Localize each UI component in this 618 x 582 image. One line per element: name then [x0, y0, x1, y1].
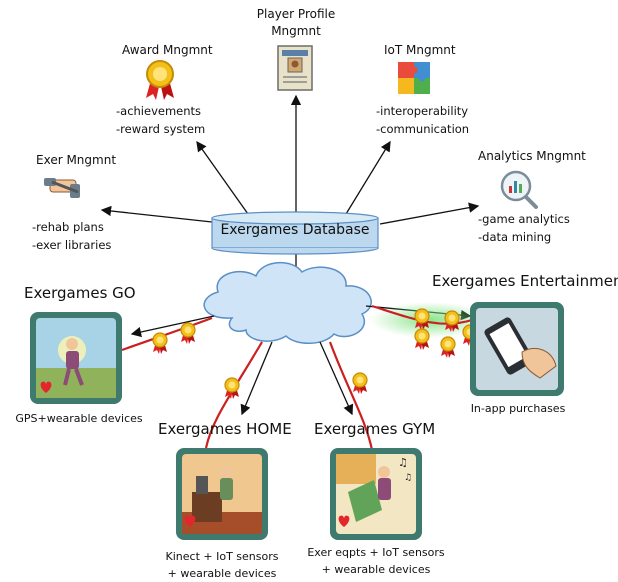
home-title: Exergames HOME: [158, 420, 292, 438]
gym-title: Exergames GYM: [314, 420, 436, 438]
cloud: [203, 261, 372, 344]
home-caption-line2: + wearable devices: [167, 567, 277, 580]
home-caption-line1: Kinect + IoT sensors: [165, 550, 279, 563]
player-profile-title-line2: Mngmnt: [271, 24, 321, 38]
cloud-arrows: [130, 305, 472, 416]
id-card-icon: [277, 45, 313, 91]
analytics-item: -game analytics: [478, 212, 570, 226]
arrow-to-home: [240, 341, 273, 416]
svg-text:♫: ♫: [398, 456, 408, 469]
iot-title: IoT Mngmnt: [384, 43, 456, 57]
home-caption: Kinect + IoT sensors + wearable devices: [150, 548, 294, 582]
arrow-to-go: [130, 315, 215, 338]
iot-item: -interoperability: [376, 104, 469, 118]
entertainment-caption: In-app purchases: [452, 400, 584, 417]
exer-title: Exer Mngmnt: [36, 153, 117, 167]
exer-item: -exer libraries: [32, 238, 112, 252]
go-caption-line1: GPS+wearable devices: [15, 412, 143, 425]
exer-item: -rehab plans: [32, 220, 104, 234]
analytics-title: Analytics Mngmnt: [478, 149, 586, 163]
player-profile-title-line1: Player Profile: [256, 7, 336, 21]
exer-items: -rehab plans -exer libraries: [32, 218, 111, 254]
player-profile-title: Player Profile Mngmnt: [228, 6, 364, 40]
cable-go: [121, 316, 213, 352]
dumbbell-hand-icon: [44, 178, 80, 198]
award-title: Award Mngmnt: [122, 43, 213, 57]
home-tile: [176, 448, 268, 540]
award-item: -achievements: [116, 104, 202, 118]
gym-caption-line1: Exer eqpts + IoT sensors: [307, 546, 445, 559]
gym-caption: Exer eqpts + IoT sensors + wearable devi…: [296, 544, 456, 578]
arrow-to-iot: [345, 140, 391, 215]
entertainment-tile: [470, 302, 564, 396]
arrow-to-analytics: [379, 202, 480, 225]
magnifier-chart-icon: [500, 170, 538, 209]
gym-tile: ♫ ♫: [330, 448, 422, 540]
go-tile: [30, 312, 122, 404]
svg-text:♫: ♫: [404, 473, 412, 483]
cable-home: [204, 341, 263, 449]
go-title: Exergames GO: [24, 284, 136, 302]
arrow-to-award: [196, 140, 249, 215]
arrow-to-exer: [100, 205, 213, 223]
entertainment-caption-line1: In-app purchases: [470, 402, 566, 415]
analytics-item: -data mining: [478, 230, 552, 244]
cable-gym: [328, 341, 374, 451]
iot-item: -communication: [376, 122, 470, 136]
puzzle-icon: [398, 62, 430, 94]
gym-caption-line2: + wearable devices: [321, 563, 431, 576]
go-caption: GPS+wearable devices: [4, 410, 154, 427]
award-item: -reward system: [116, 122, 206, 136]
entertainment-title: Exergames Entertainment: [432, 272, 618, 290]
database-label: Exergames Database: [220, 222, 370, 238]
iot-items: -interoperability -communication: [376, 102, 469, 138]
award-items: -achievements -reward system: [116, 102, 205, 138]
entertainment-glow: [370, 302, 490, 338]
database-cylinder: [211, 211, 379, 255]
cables: [121, 304, 473, 451]
analytics-items: -game analytics -data mining: [478, 210, 570, 246]
medal-icon: [146, 60, 174, 100]
arrow-to-gym: [319, 341, 354, 416]
